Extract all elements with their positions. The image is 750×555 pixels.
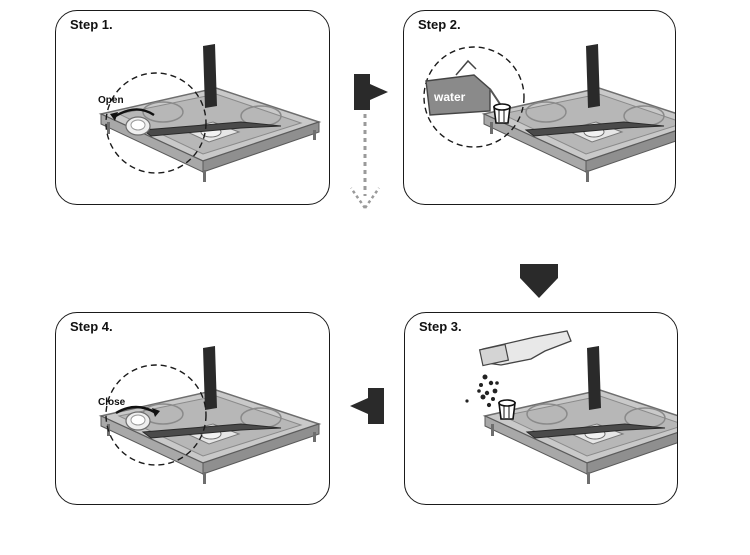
step-2-illustration: water <box>423 43 675 183</box>
fill-funnel-2 <box>493 103 511 124</box>
rotate-arrowhead-close <box>152 408 160 417</box>
open-label: Open <box>98 95 124 106</box>
step-4-illustration: Close <box>98 345 320 485</box>
salt-granules <box>465 374 499 408</box>
arrow-down-icon <box>520 264 558 298</box>
arrow-right-icon <box>354 74 388 110</box>
fill-funnel-3 <box>498 399 516 420</box>
step-1-title: Step 1. <box>70 17 113 32</box>
step-3-panel: Step 3. <box>404 312 678 505</box>
step-2-title: Step 2. <box>418 17 461 32</box>
jug-handle <box>455 59 477 76</box>
close-label: Close <box>98 397 126 408</box>
step-3-title: Step 3. <box>419 319 462 334</box>
step-1-illustration: Open <box>98 43 320 183</box>
rotate-arrowhead-open <box>110 112 118 121</box>
step-4-panel: Step 4. Close <box>55 312 330 505</box>
step-1-panel: Step 1. Open <box>55 10 330 205</box>
zoom-circle-4 <box>105 364 207 466</box>
salt-cap-1 <box>125 116 151 136</box>
water-label: water <box>433 90 466 104</box>
salt-bag <box>478 343 510 367</box>
zoom-circle-1 <box>105 72 207 174</box>
dishwasher-tray-1 <box>100 43 320 183</box>
step-2-panel: Step 2. water <box>403 10 676 205</box>
dotted-arrow-down-icon <box>349 114 381 209</box>
rotate-arrow-close <box>115 405 157 415</box>
rotate-arrow-open <box>113 108 155 119</box>
step-3-illustration <box>465 330 677 485</box>
zoom-circle-2 <box>423 46 525 148</box>
step-4-title: Step 4. <box>70 319 113 334</box>
salt-cap-4 <box>125 411 151 431</box>
dishwasher-tray-2 <box>483 43 675 183</box>
arrow-left-icon <box>350 388 384 424</box>
water-jug <box>425 74 491 116</box>
